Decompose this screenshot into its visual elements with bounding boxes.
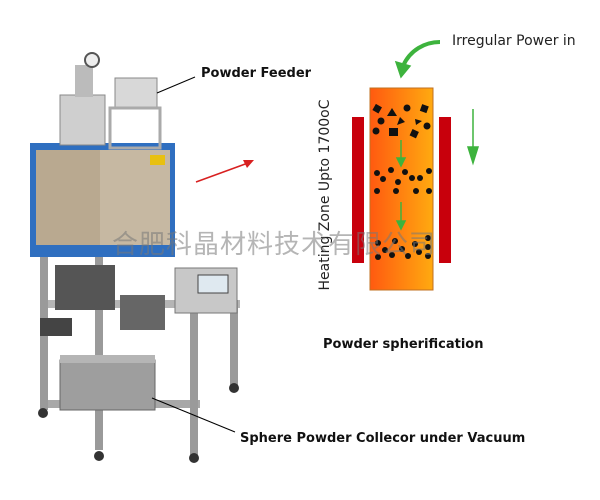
irregular-power-in-label: Irregular Power in: [452, 33, 576, 49]
heater-right: [439, 117, 451, 263]
watermark: 合肥科晶材料技术有限公司: [112, 230, 437, 260]
powder-particles: [372, 103, 432, 260]
furnace-machine: [30, 52, 240, 463]
powder-spherification-label: Powder spherification: [323, 337, 484, 352]
powder-feeder-label: Powder Feeder: [201, 66, 312, 81]
heater-left: [352, 117, 364, 263]
red-arrow: [195, 160, 254, 183]
collector-label: Sphere Powder Collecor under Vacuum: [240, 431, 526, 446]
flow-arrows: [394, 40, 480, 231]
feeder-callout-line: [156, 76, 196, 94]
heating-zone-label: Heating Zone Upto 1700oC: [317, 99, 333, 291]
collector-callout-line: [151, 397, 236, 433]
